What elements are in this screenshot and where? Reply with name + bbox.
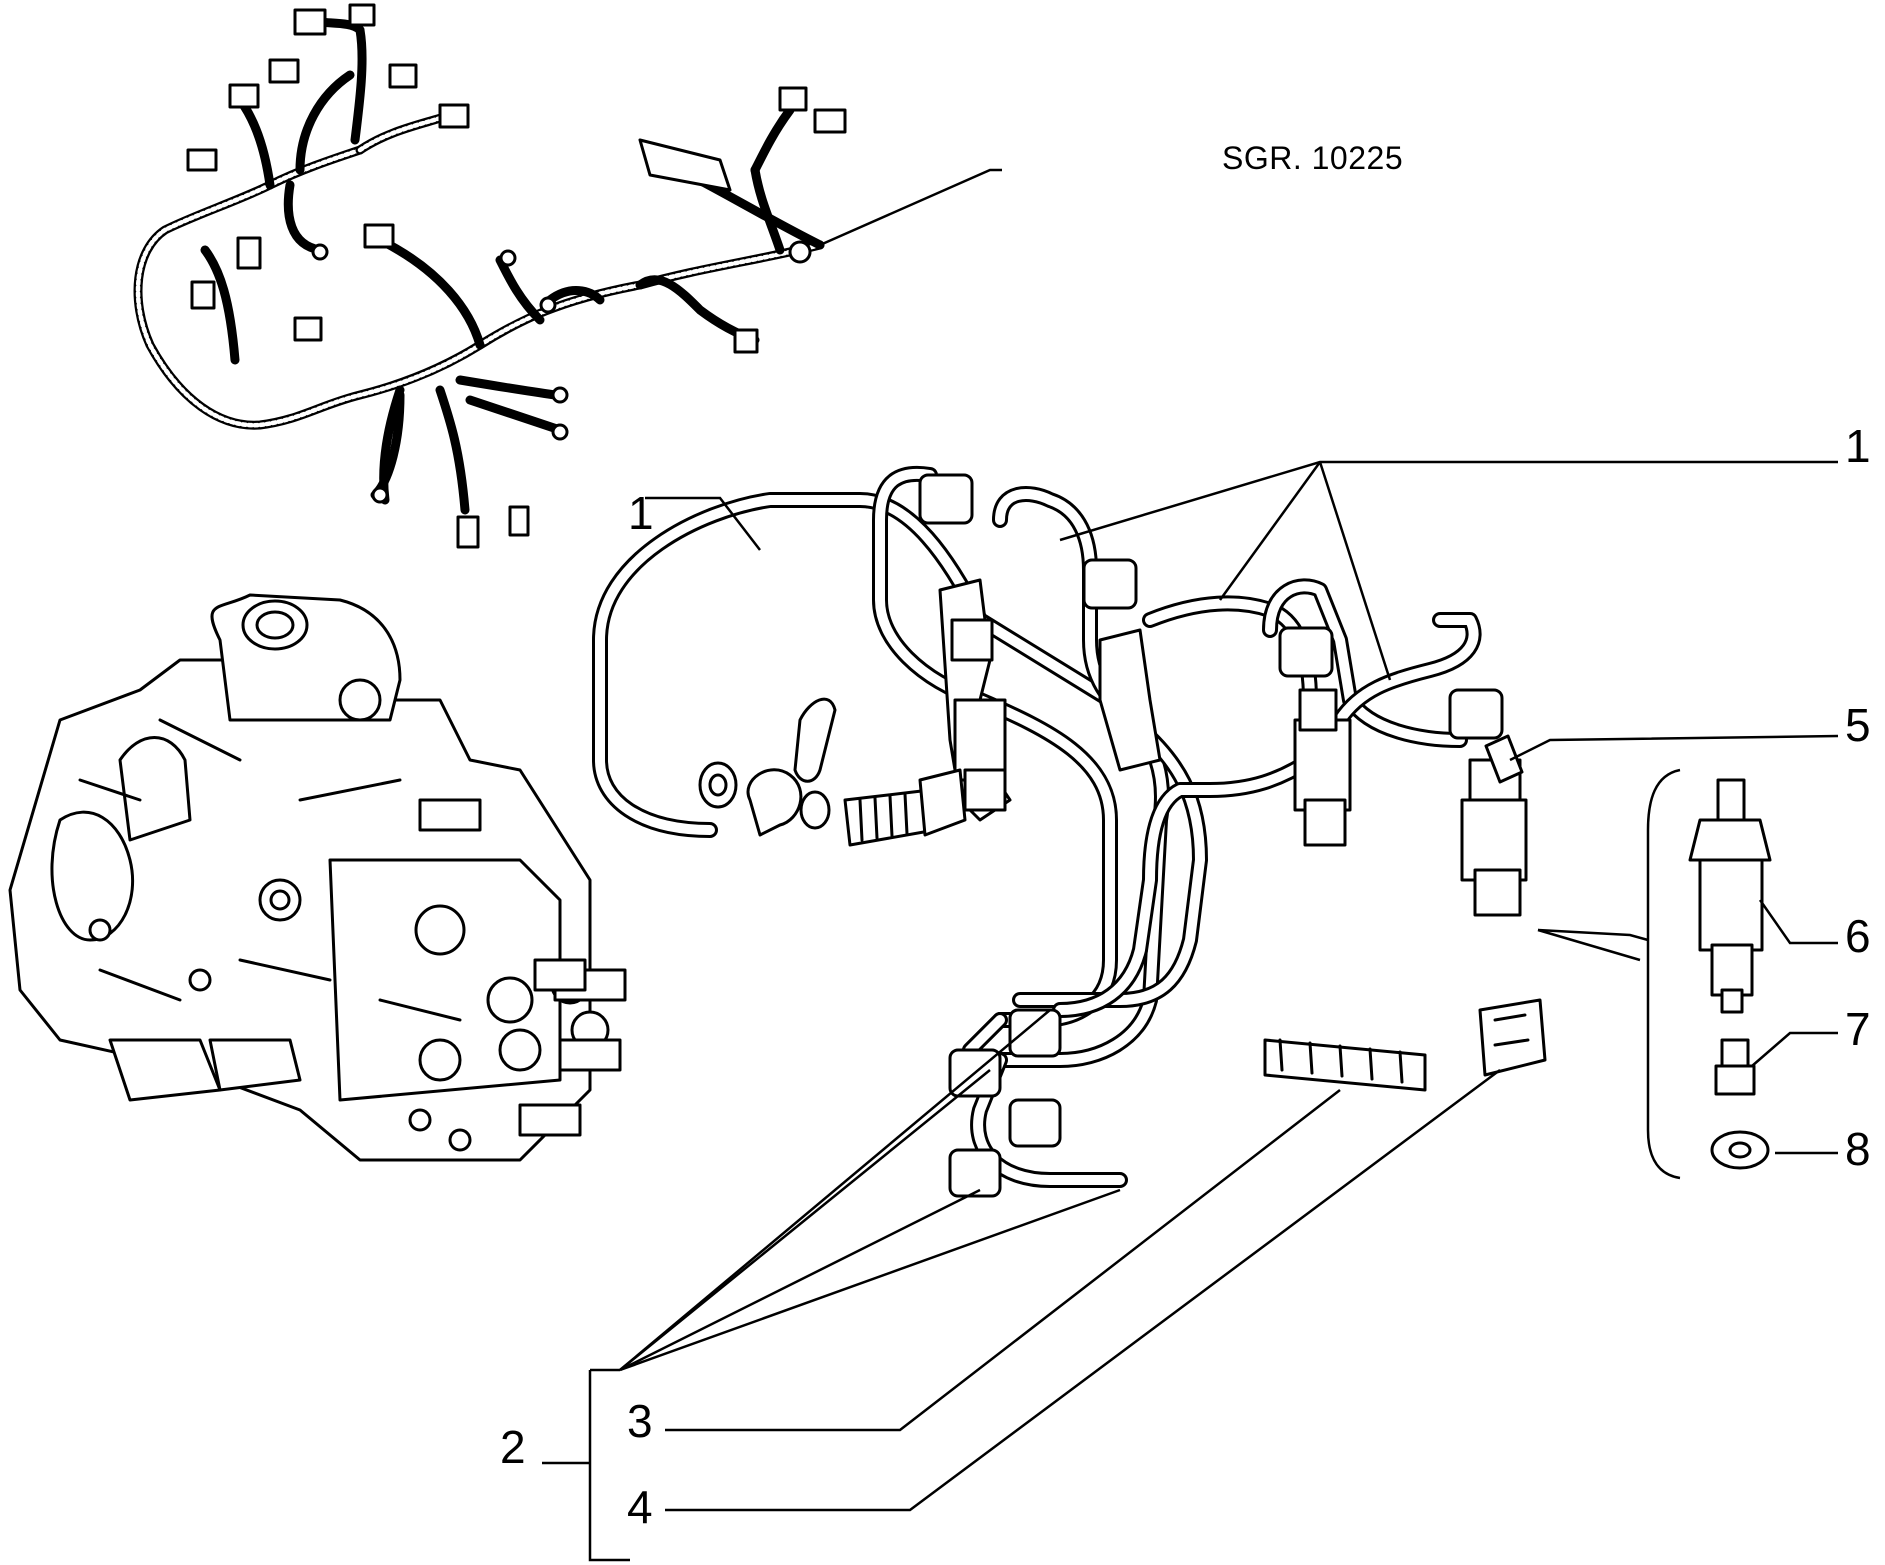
callout-8: 8 <box>1845 1123 1871 1175</box>
callout-5: 5 <box>1845 699 1871 751</box>
callout-7: 7 <box>1845 1003 1871 1055</box>
pipe-clamp-long <box>1263 1038 1427 1092</box>
banjo-fitting <box>698 697 967 847</box>
leader-lines <box>542 168 1839 1562</box>
reference-label: SGR. 10225 <box>1222 140 1404 176</box>
callout-2: 2 <box>500 1421 526 1473</box>
item-5-cap <box>1484 734 1524 784</box>
injectors <box>938 578 1528 917</box>
callout-4: 4 <box>627 1481 653 1533</box>
callout-3: 3 <box>627 1395 653 1447</box>
callout-1-left: 1 <box>628 487 654 539</box>
item-6-injector <box>1688 778 1772 1014</box>
callout-6: 6 <box>1845 910 1871 962</box>
callout-1-right: 1 <box>1845 420 1871 472</box>
item-7-nozzle-holder <box>1714 1038 1756 1096</box>
injection-pump <box>8 593 627 1162</box>
item-8-washer <box>1710 1130 1770 1170</box>
pipe-clamp-short <box>1478 998 1547 1077</box>
bracket-6-8 <box>1646 768 1681 1180</box>
wiring-harness <box>133 3 847 549</box>
